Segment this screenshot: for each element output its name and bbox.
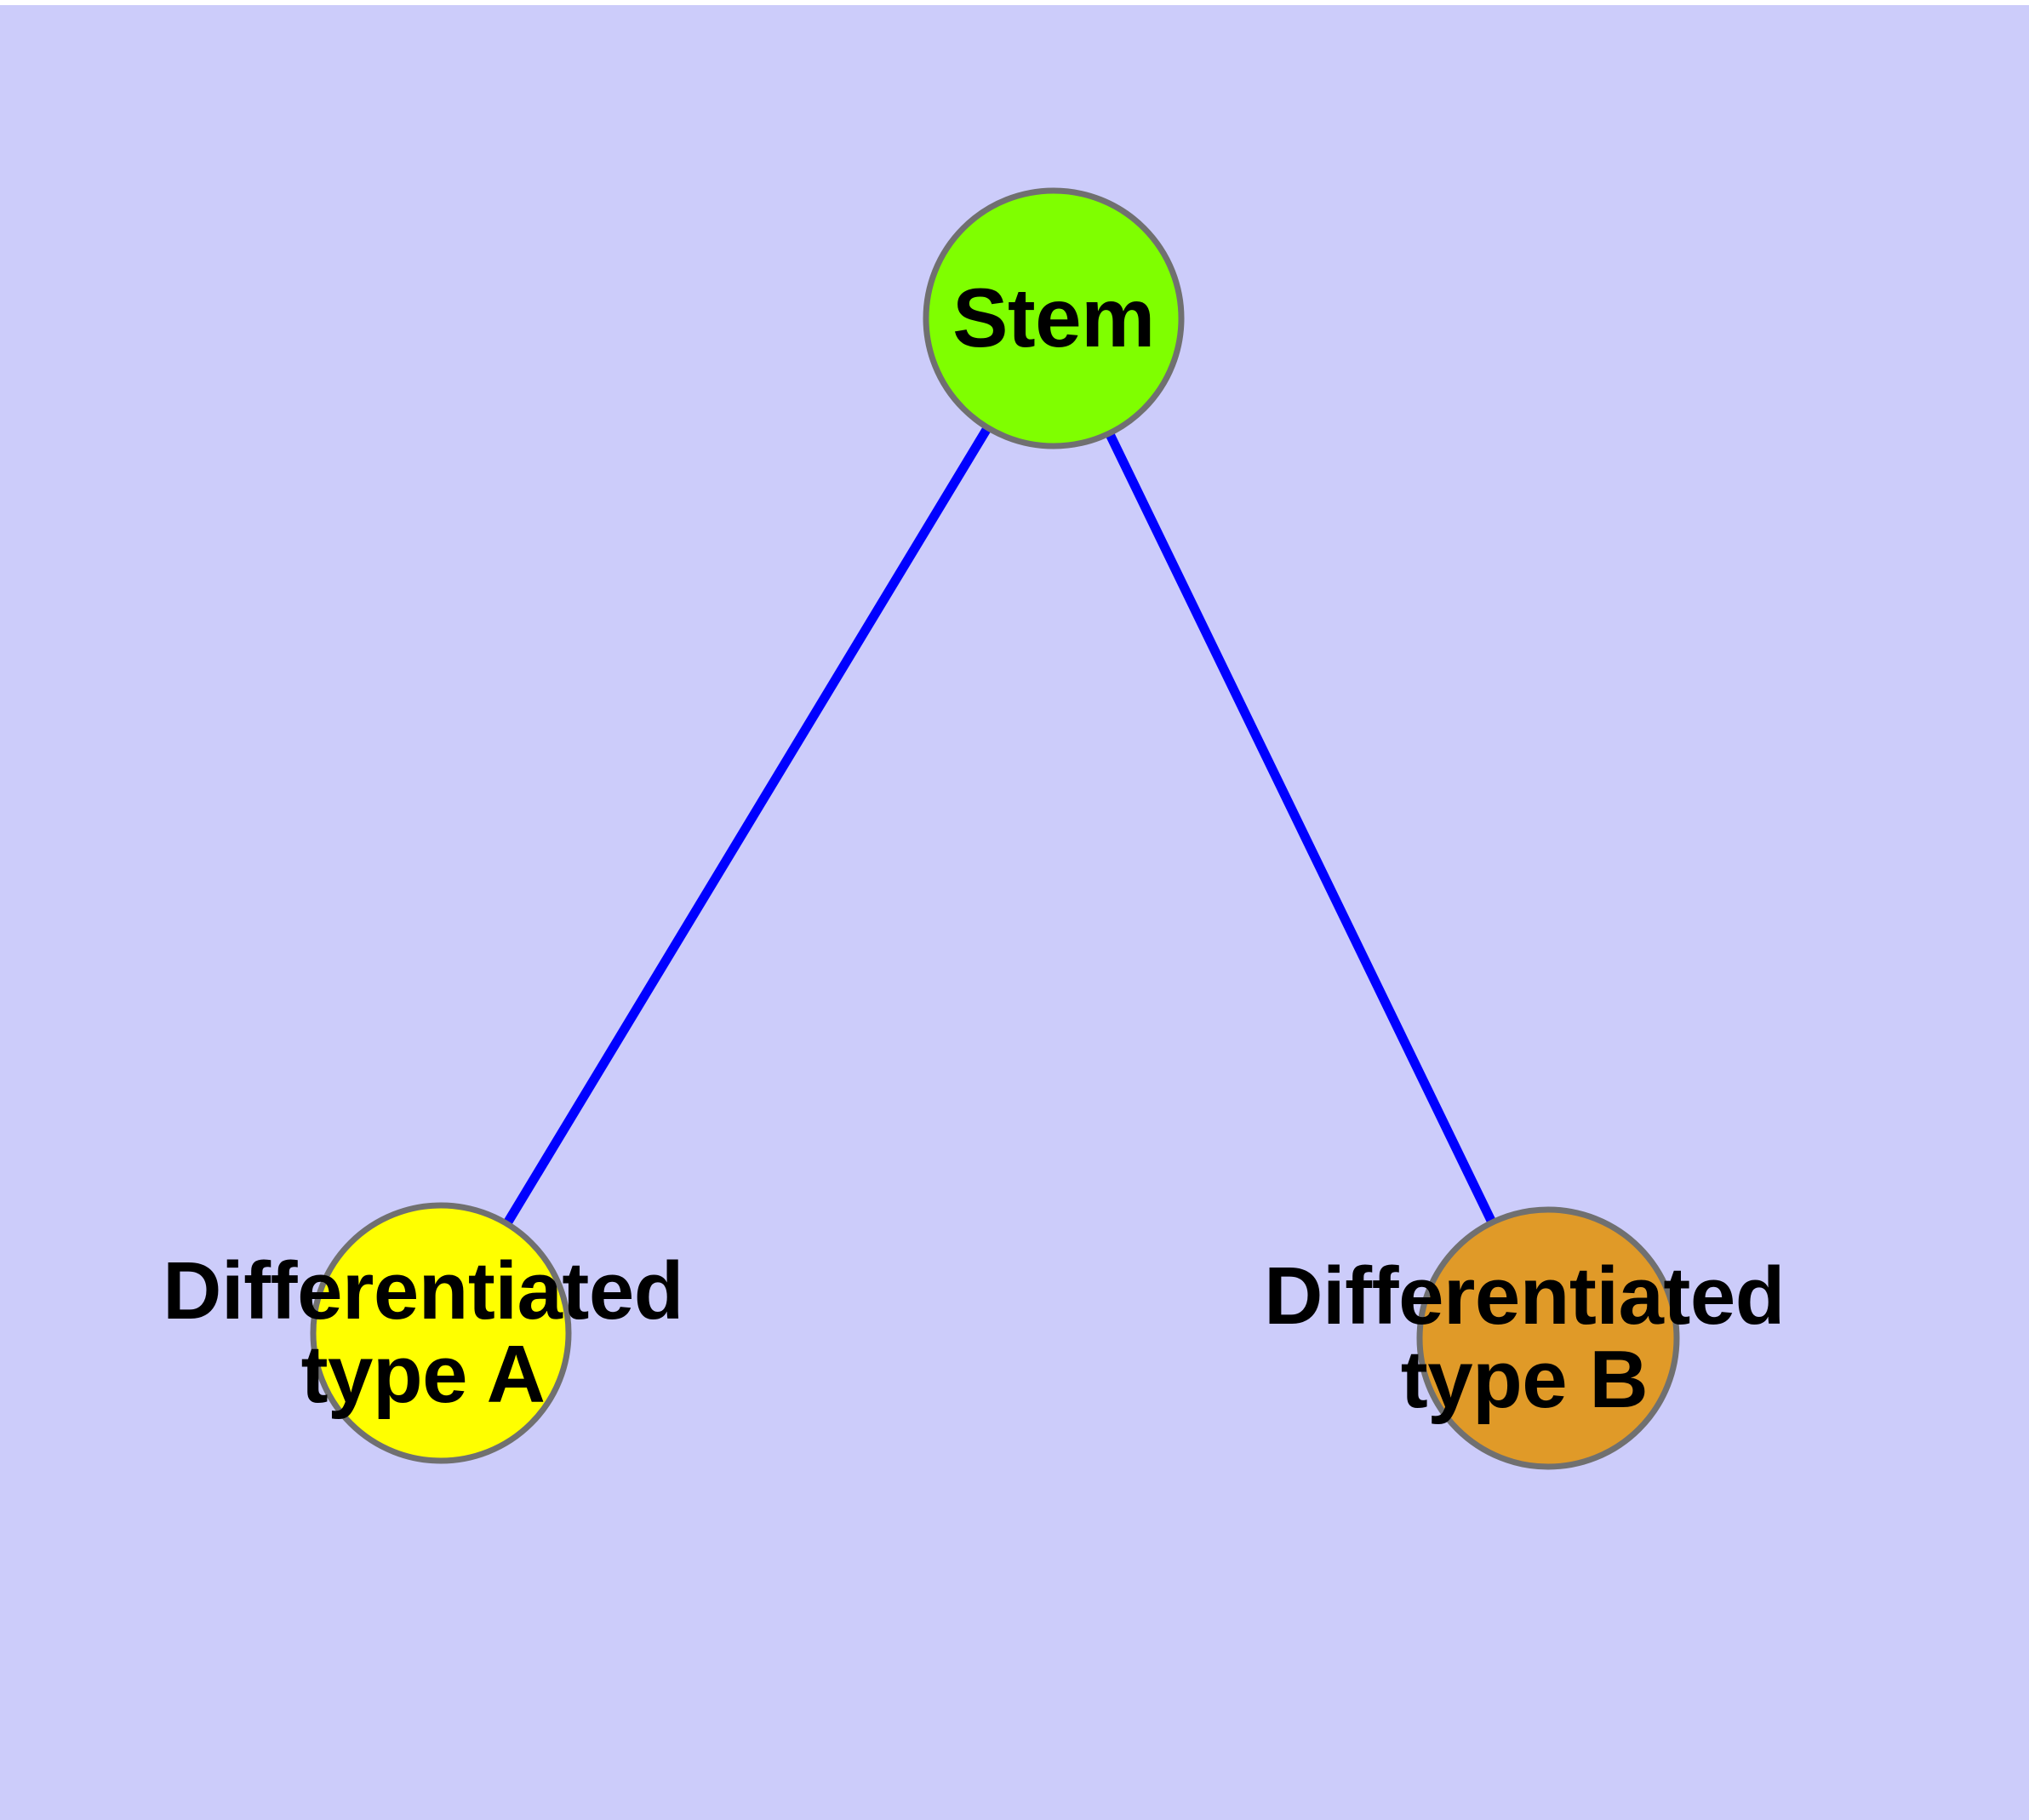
edge-layer xyxy=(502,425,1497,1227)
edge-stem-to-diff-a xyxy=(502,425,992,1227)
edge-stem-to-diff-b xyxy=(1105,431,1497,1225)
node-circle-diff-b[interactable] xyxy=(1416,1206,1680,1470)
node-layer xyxy=(310,187,1680,1470)
node-circle-stem[interactable] xyxy=(923,187,1185,449)
node-circle-diff-a[interactable] xyxy=(310,1202,572,1464)
